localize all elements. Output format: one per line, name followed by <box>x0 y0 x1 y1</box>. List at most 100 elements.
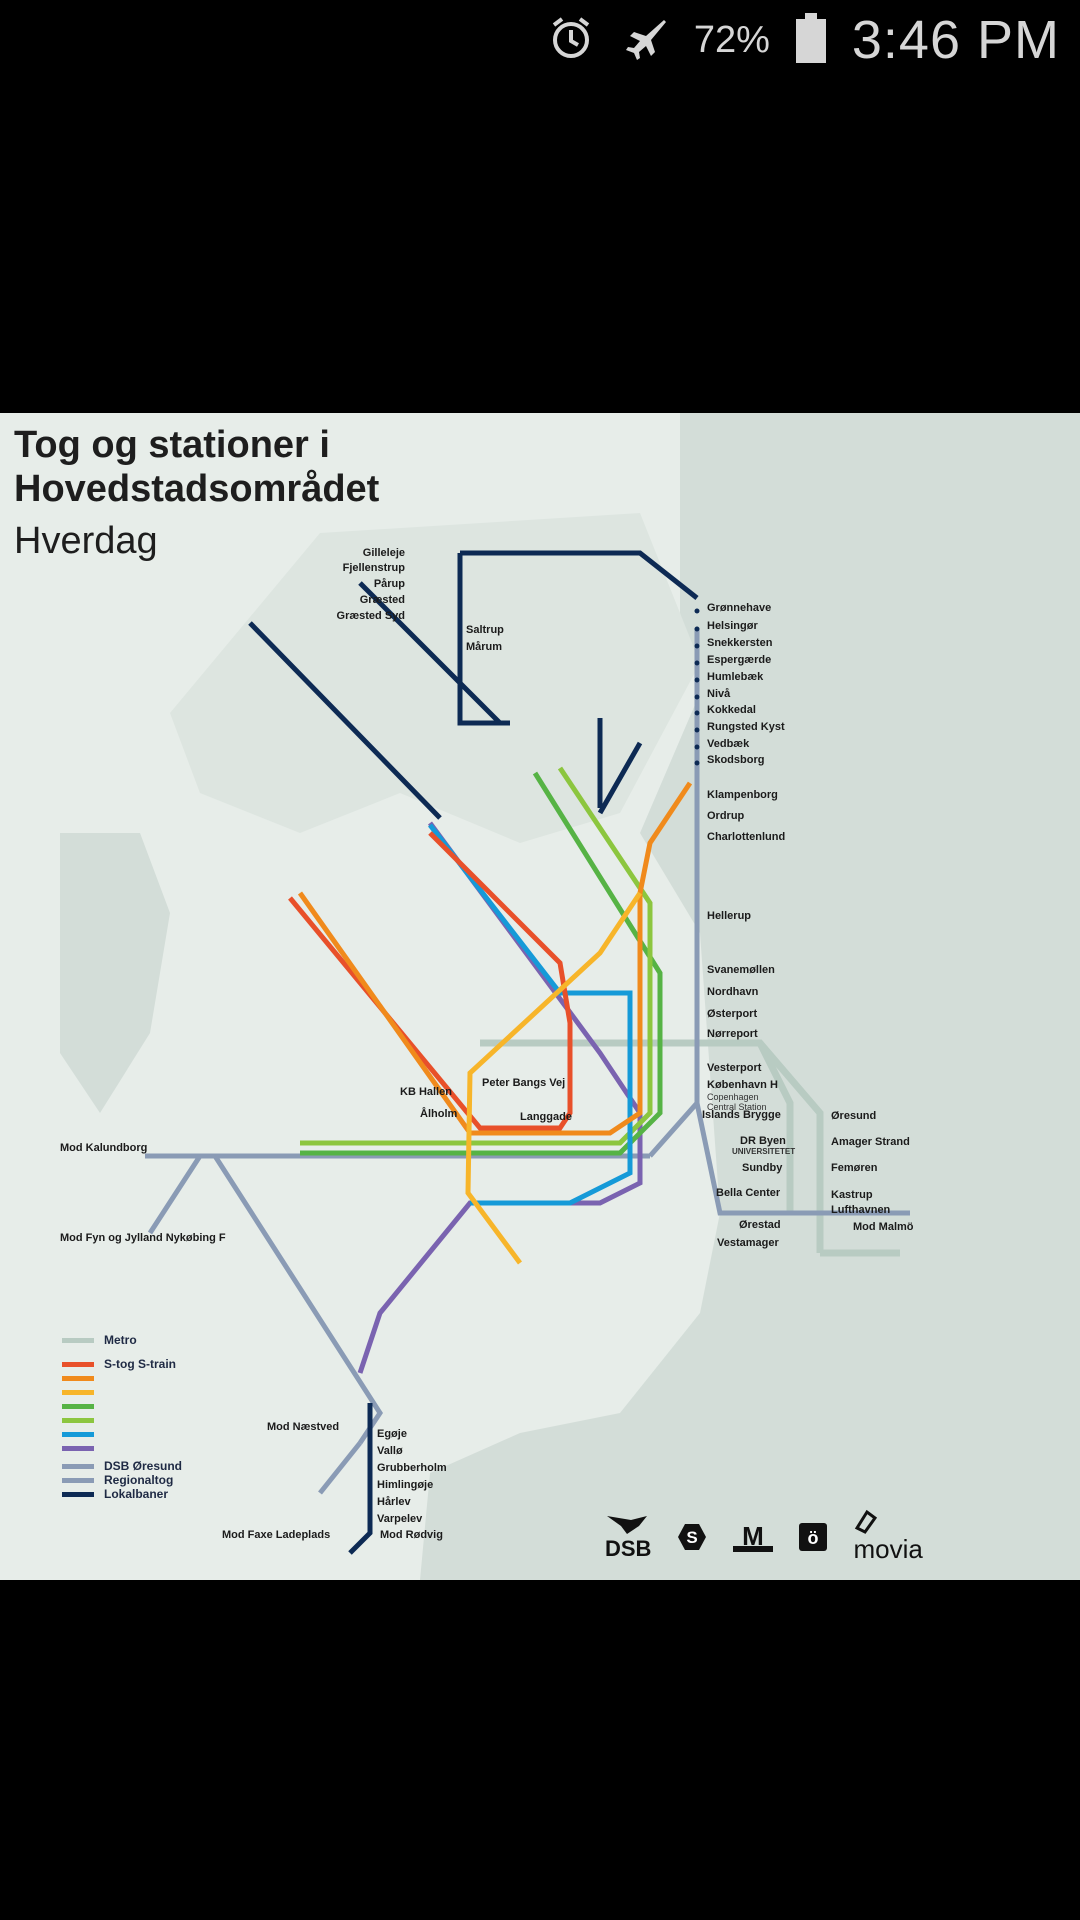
svg-text:Nordhavn: Nordhavn <box>707 986 759 998</box>
regional-line-oresund <box>694 1102 910 1216</box>
map-title: Tog og stationer i Hovedstadsområdet Hve… <box>14 423 379 571</box>
svg-text:Hårlev: Hårlev <box>377 1496 412 1508</box>
stog-line-f-ring <box>465 891 643 1265</box>
clock-time: 3:46 PM <box>851 10 1060 70</box>
label-alholm: Ålholm <box>420 1107 457 1120</box>
label-graested: Græsted <box>360 594 405 606</box>
south-stations: Egøje Vallø Grubberholm Himlingøje Hårle… <box>377 1428 447 1525</box>
regional-line-naestved <box>318 1441 362 1495</box>
transit-map-svg: Gilleleje Fjellenstrup Pårup Græsted Græ… <box>0 413 1080 1580</box>
stog-line-a <box>428 823 633 1206</box>
local-line-tisvilde <box>358 581 502 725</box>
regional-line-south <box>212 1154 383 1445</box>
svg-text:Lufthavnen: Lufthavnen <box>831 1204 891 1216</box>
svg-text:M: M <box>743 1522 765 1551</box>
s-tog-logo: S <box>677 1522 707 1552</box>
metro-line-m2 <box>756 1041 794 1213</box>
svg-text:UNIVERSITETET: UNIVERSITETET <box>732 1147 795 1156</box>
svg-text:Hellerup: Hellerup <box>707 910 751 922</box>
label-fjellenstrup: Fjellenstrup <box>343 562 406 574</box>
svg-text:Klampenborg: Klampenborg <box>707 789 778 801</box>
map-title-line2: Hovedstadsområdet <box>14 468 380 510</box>
svg-text:Himlingøje: Himlingøje <box>377 1479 433 1491</box>
fjord-area <box>60 833 170 1113</box>
metro-lines <box>480 1039 900 1257</box>
svg-text:Kastrup: Kastrup <box>831 1189 873 1201</box>
svg-text:Copenhagen: Copenhagen <box>707 1092 759 1102</box>
stog-line-f <box>357 821 643 1374</box>
metro-line-m1 <box>480 1039 824 1253</box>
svg-text:Islands Brygge: Islands Brygge <box>702 1109 781 1121</box>
transit-map: Gilleleje Fjellenstrup Pårup Græsted Græ… <box>0 413 1080 1580</box>
label-mod-naestved: Mod Næstved <box>267 1421 339 1433</box>
svg-text:Femøren: Femøren <box>831 1162 878 1174</box>
svg-text:Espergærde: Espergærde <box>707 654 771 666</box>
stog-line-h <box>288 831 573 1131</box>
label-mod-faxe: Mod Faxe Ladeplads <box>222 1529 330 1541</box>
metro-logo: M <box>733 1522 774 1552</box>
local-line-frederiksvaerk <box>248 621 442 820</box>
sea-area <box>420 413 1080 1580</box>
svg-text:Vallø: Vallø <box>377 1445 403 1457</box>
stog-line-bx <box>300 766 653 1146</box>
status-bar: 72% 3:46 PM <box>0 0 1080 80</box>
svg-text:Ordrup: Ordrup <box>707 810 745 822</box>
label-gilleleje: Gilleleje <box>363 547 405 559</box>
svg-text:Central Station: Central Station <box>707 1102 767 1112</box>
svg-text:Grønnehave: Grønnehave <box>707 602 771 614</box>
local-line-lyngby <box>597 741 643 815</box>
svg-text:Grubberholm: Grubberholm <box>377 1462 447 1474</box>
label-mod-fyn: Mod Fyn og Jylland Nykøbing F <box>60 1232 226 1244</box>
svg-text:Øresund: Øresund <box>831 1110 876 1122</box>
airplane-mode-icon <box>620 14 668 67</box>
legend-regional: Regionaltog <box>62 1473 182 1487</box>
svg-text:Vestamager: Vestamager <box>717 1237 779 1249</box>
svg-text:Bella Center: Bella Center <box>716 1187 781 1199</box>
svg-text:Egøje: Egøje <box>377 1428 407 1440</box>
label-graested-syd: Græsted Syd <box>337 610 405 622</box>
alarm-clock-icon <box>548 15 594 66</box>
label-langgade: Langgade <box>520 1111 572 1123</box>
svg-text:Nivå: Nivå <box>707 688 731 700</box>
map-legend: Metro S-tog S-train DSB Øresund Regional… <box>62 1333 182 1501</box>
svg-text:S: S <box>687 1528 698 1547</box>
local-line-south <box>348 1403 373 1555</box>
svg-text:DR Byen: DR Byen <box>740 1135 786 1147</box>
svg-text:Sundby: Sundby <box>742 1162 783 1174</box>
svg-text:Skodsborg: Skodsborg <box>707 754 764 766</box>
label-parup: Pårup <box>374 578 405 590</box>
svg-text:Vesterport: Vesterport <box>707 1062 762 1074</box>
operator-logos: DSB S M ö movia <box>605 1508 923 1565</box>
legend-dsb: DSB Øresund <box>62 1459 182 1473</box>
svg-text:København H: København H <box>707 1079 778 1091</box>
stog-line-b <box>300 771 663 1156</box>
dsb-bird-icon <box>607 1515 647 1534</box>
regional-lines <box>145 628 910 1495</box>
station-dots <box>694 608 700 766</box>
label-kb-hallen: KB Hallen <box>400 1086 452 1098</box>
svg-text:Vedbæk: Vedbæk <box>707 738 750 750</box>
legend-metro: Metro <box>62 1333 182 1347</box>
svg-text:Ørestad: Ørestad <box>739 1219 781 1231</box>
svg-text:Kokkedal: Kokkedal <box>707 704 756 716</box>
label-marum: Mårum <box>466 641 502 653</box>
lokalbane-logo: ö <box>799 1522 828 1551</box>
dsb-logo: DSB <box>605 1512 651 1562</box>
svg-text:Østerport: Østerport <box>707 1008 757 1020</box>
north-land <box>170 513 700 843</box>
svg-text:Varpelev: Varpelev <box>377 1513 423 1525</box>
svg-text:Rungsted Kyst: Rungsted Kyst <box>707 721 785 733</box>
label-peter-bangs: Peter Bangs Vej <box>482 1077 565 1089</box>
svg-text:Amager Strand: Amager Strand <box>831 1136 910 1148</box>
svg-text:Humlebæk: Humlebæk <box>707 671 764 683</box>
label-mod-malmo: Mod Malmö <box>853 1221 914 1233</box>
map-subtitle: Hverdag <box>14 520 158 562</box>
svg-text:ö: ö <box>808 1528 819 1548</box>
svg-text:Svanemøllen: Svanemøllen <box>707 964 775 976</box>
local-lines <box>248 550 699 1555</box>
stog-lines <box>288 766 693 1374</box>
label-saltrup: Saltrup <box>466 624 504 636</box>
movia-icon <box>855 1509 878 1534</box>
battery-icon <box>795 12 826 68</box>
label-mod-rodvig: Mod Rødvig <box>380 1529 443 1541</box>
